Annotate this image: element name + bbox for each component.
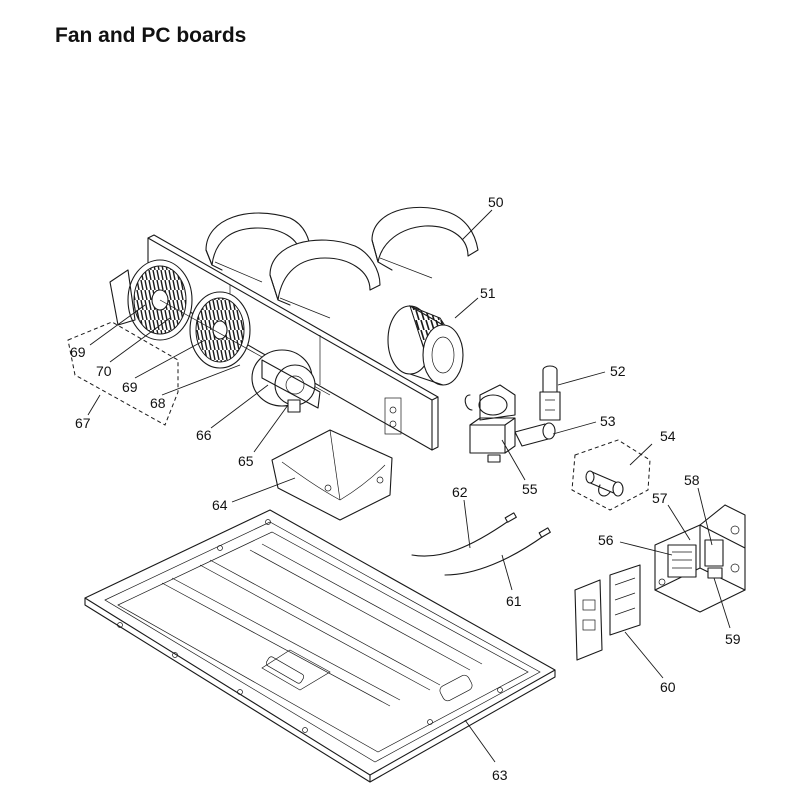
- part-label-57: 57: [652, 490, 668, 506]
- fan-group-outline: [67, 321, 179, 426]
- fan-casing-lower: [271, 429, 393, 521]
- part-label-69-lower: 69: [122, 379, 138, 395]
- sensor-bracket: [539, 365, 561, 421]
- fan-casing-upper-right: [371, 206, 479, 279]
- part-label-55: 55: [522, 481, 538, 497]
- control-box: [654, 504, 746, 613]
- part-label-67: 67: [75, 415, 91, 431]
- cable-62: [411, 512, 517, 557]
- cable-61: [444, 527, 551, 576]
- fan-motor: [251, 349, 321, 413]
- part-label-50: 50: [488, 194, 504, 210]
- part-label-66: 66: [196, 427, 212, 443]
- part-label-53: 53: [600, 413, 616, 429]
- part-label-54: 54: [660, 428, 676, 444]
- part-label-64: 64: [212, 497, 228, 513]
- part-label-61: 61: [506, 593, 522, 609]
- part-label-68: 68: [150, 395, 166, 411]
- part-label-58: 58: [684, 472, 700, 488]
- float-switch: [514, 422, 556, 447]
- part-label-56: 56: [598, 532, 614, 548]
- part-label-69-upper: 69: [70, 344, 86, 360]
- thermistor-sensor: [571, 439, 651, 511]
- fan-assembly-left: [109, 259, 331, 396]
- leader-lines: [87, 209, 731, 763]
- part-label-65: 65: [238, 453, 254, 469]
- part-label-70: 70: [96, 363, 112, 379]
- part-label-52: 52: [610, 363, 626, 379]
- page-title: Fan and PC boards: [55, 24, 247, 47]
- part-label-62: 62: [452, 484, 468, 500]
- part-number-labels: 50 51 52 53 54 55 56 57 58 59 60 61 62 6…: [70, 194, 741, 783]
- fan-wheel-51: [387, 305, 464, 386]
- drain-pump: [464, 384, 516, 463]
- fan-casing-upper-left: [205, 212, 381, 319]
- part-label-60: 60: [660, 679, 676, 695]
- part-label-59: 59: [725, 631, 741, 647]
- part-label-63: 63: [492, 767, 508, 783]
- base-pan: [84, 509, 556, 783]
- pc-board: [574, 564, 641, 661]
- part-label-51: 51: [480, 285, 496, 301]
